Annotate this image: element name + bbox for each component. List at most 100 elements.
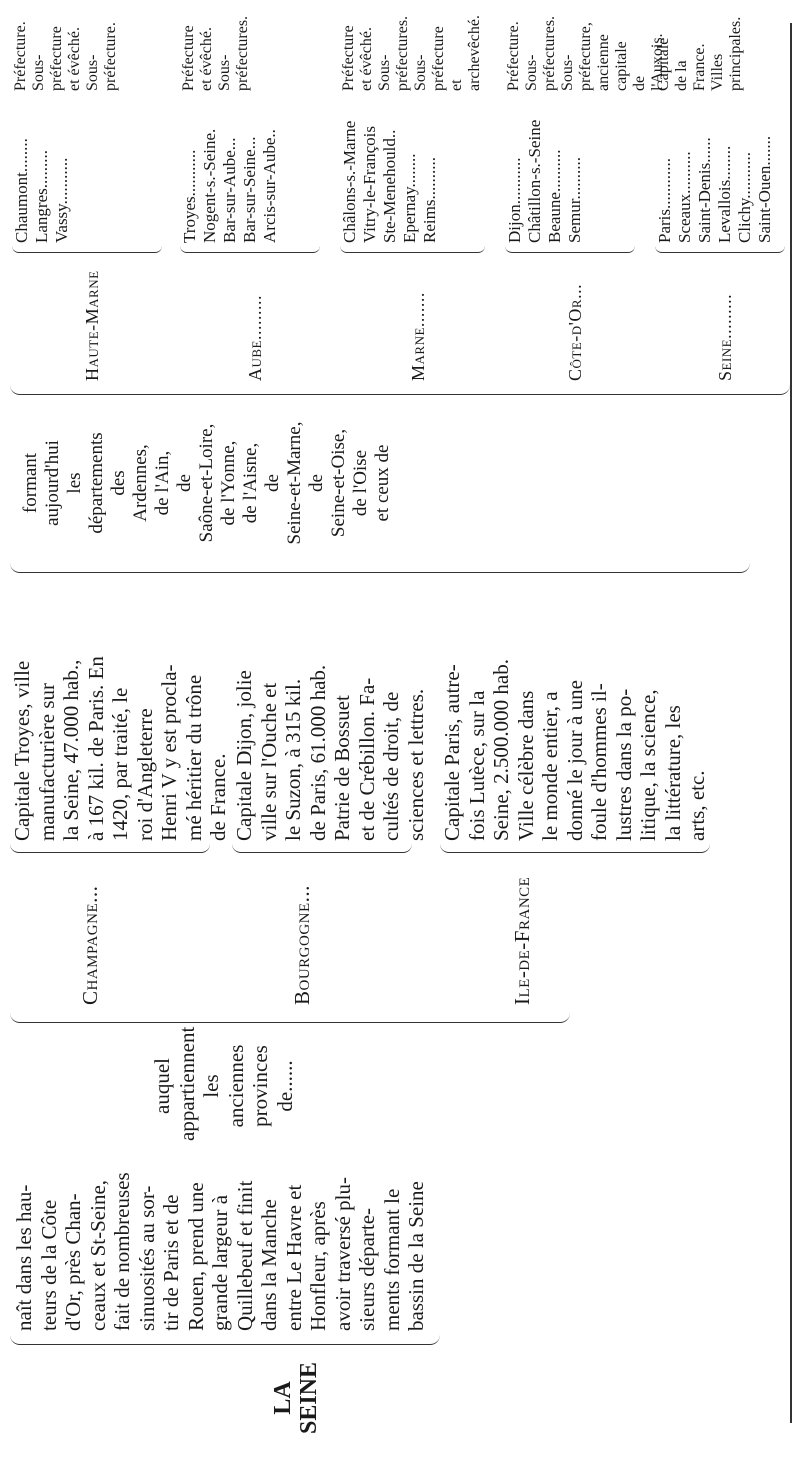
city-status: préfectures. bbox=[541, 15, 558, 91]
department-brace bbox=[12, 246, 162, 253]
seine-description-line: Honfleur, après bbox=[306, 1201, 330, 1331]
province-description-line: de Paris, 61.000 hab. bbox=[305, 664, 330, 841]
province-description-line: manufacturière sur bbox=[34, 682, 59, 841]
province-description-line: litique, la science, bbox=[636, 689, 660, 841]
departments-intro-line: de bbox=[262, 474, 283, 492]
brace-seine bbox=[10, 1334, 440, 1345]
city-status: Préfecture. bbox=[12, 21, 29, 91]
seine-description-line: grande largeur à bbox=[208, 1194, 232, 1331]
department-name: Aube......... bbox=[245, 295, 265, 381]
department-cities: Troyes...........Nogent-s.-Seine.Bar-sur… bbox=[180, 129, 280, 243]
departments-intro-line: de l'Aisne, bbox=[240, 442, 261, 524]
departments-intro-line: Saône-et-Loire, bbox=[196, 423, 217, 543]
departments-intro-line: de bbox=[174, 474, 195, 492]
city-name: Ste-Menehould.. bbox=[380, 129, 399, 243]
province-name-ile-de-france: Ile-de-France bbox=[510, 876, 534, 1005]
province-description-line: de France. bbox=[206, 753, 230, 841]
province-name-champagne: Champagne... bbox=[78, 885, 102, 1005]
departments-intro-line: formant bbox=[20, 452, 41, 514]
province-description-line: le monde entier, a bbox=[538, 691, 562, 841]
departments-intro-line: de l'Ain, bbox=[152, 450, 173, 516]
seine-description-line: sinuosités au sor- bbox=[134, 1185, 159, 1331]
city-status: Sous- bbox=[376, 54, 393, 91]
seine-description-line: teurs de la Côte bbox=[36, 1199, 61, 1331]
city-name: Langres......... bbox=[32, 149, 51, 243]
department-status: Préfecture.Sous-préfectures.Sous-préfect… bbox=[505, 16, 667, 91]
province-description-line: ville sur l'Ouche et bbox=[256, 682, 281, 841]
departments-intro-line: des bbox=[108, 470, 129, 496]
city-status: et évêché. bbox=[66, 27, 83, 91]
seine-description-line: Quillebeuf et finit bbox=[232, 1180, 257, 1331]
province-description-ile-de-france: Capitale Paris, autre-fois Lutèce, sur l… bbox=[440, 659, 710, 841]
departments-intro-line: de l'Oise bbox=[350, 449, 371, 517]
provinces-intro-line: de...... bbox=[272, 1060, 297, 1112]
city-name: Chaumont........ bbox=[12, 138, 31, 243]
city-status: Sous- bbox=[84, 54, 101, 91]
province-name-bourgogne: Bourgogne... bbox=[290, 885, 314, 1005]
city-status: Préfecture bbox=[340, 25, 357, 91]
city-name: Troyes........... bbox=[180, 149, 199, 243]
department-brace bbox=[505, 246, 635, 253]
city-name: Saint-Denis...... bbox=[695, 137, 714, 243]
province-description-line: Seine, 2.500.000 hab. bbox=[489, 659, 513, 841]
seine-description-line: entre Le Havre et bbox=[281, 1184, 306, 1331]
city-status: préfectures. bbox=[234, 15, 251, 91]
city-status: préfectures. bbox=[394, 15, 411, 91]
city-name: Arcis-sur-Aube.. bbox=[260, 129, 279, 243]
department-block: Côte-d'Or... Dijon...........Châtillon-s.… bbox=[505, 1, 666, 381]
provinces-intro-line: auquel bbox=[150, 1058, 174, 1114]
city-name: Bar-sur-Aube... bbox=[220, 137, 239, 243]
department-brace bbox=[180, 246, 320, 253]
seine-description-line: d'Or, près Chan- bbox=[61, 1193, 85, 1331]
province-description-line: fois Lutèce, sur la bbox=[464, 690, 489, 841]
seine-description-line: tir de Paris et de bbox=[159, 1194, 183, 1331]
city-status: Sous- bbox=[523, 54, 540, 91]
brace-champagne bbox=[10, 844, 210, 853]
department-name: Marne....... bbox=[407, 292, 428, 381]
province-description-line: la Seine, 47.000 hab., bbox=[59, 659, 83, 841]
city-name: Epernay........ bbox=[400, 153, 419, 243]
city-name: Nogent-s.-Seine. bbox=[200, 128, 219, 243]
province-description-line: roi d'Angleterre bbox=[132, 708, 157, 841]
city-status: préfecture bbox=[430, 26, 447, 91]
city-status: et bbox=[448, 79, 465, 91]
department-cities: Paris............Sceaux..........Saint-D… bbox=[655, 136, 775, 243]
city-status: préfecture. bbox=[102, 22, 119, 91]
city-name: Vassy........... bbox=[52, 157, 71, 243]
city-status: et évêché. bbox=[358, 27, 375, 91]
city-name: Bar-sur-Seine... bbox=[240, 136, 259, 243]
city-name: Sceaux.......... bbox=[675, 151, 694, 243]
province-description-line: lustres dans la po- bbox=[611, 688, 636, 841]
seine-title-line1: LA bbox=[270, 1381, 296, 1415]
seine-description-line: fait de nombreuses bbox=[110, 1172, 134, 1331]
city-status: France. bbox=[691, 43, 708, 91]
department-brace bbox=[340, 246, 485, 253]
departments-intro-line: Ardennes, bbox=[130, 444, 151, 522]
brace-bourgogne bbox=[232, 844, 412, 853]
province-description-line: la littérature, les bbox=[660, 705, 685, 841]
city-name: Vitry-le-François bbox=[360, 126, 379, 243]
city-status: Préfecture. bbox=[505, 21, 522, 91]
seine-description-line: ceaux et St-Seine, bbox=[85, 1179, 110, 1331]
province-description-line: Capitale Paris, autre- bbox=[440, 664, 464, 841]
department-block: Seine......... Paris............Sceaux...… bbox=[655, 1, 795, 381]
city-status: principales. bbox=[727, 16, 744, 91]
department-name: Seine......... bbox=[715, 293, 735, 381]
province-description-line: Patrie de Bossuet bbox=[330, 695, 354, 841]
city-status: Sous- bbox=[559, 54, 576, 91]
department-name: Haute-Marne bbox=[82, 270, 102, 381]
city-status: capitale bbox=[613, 41, 630, 91]
city-status: Sous- bbox=[216, 54, 233, 91]
department-cities: Chaumont........Langres.........Vassy...… bbox=[12, 138, 72, 243]
department-name: Côte-d'Or... bbox=[565, 283, 585, 381]
departments-intro-line: les bbox=[64, 472, 85, 494]
city-name: Beaune.......... bbox=[545, 149, 564, 243]
departments-intro-line: de bbox=[306, 474, 327, 492]
brace-provinces bbox=[10, 1012, 570, 1023]
